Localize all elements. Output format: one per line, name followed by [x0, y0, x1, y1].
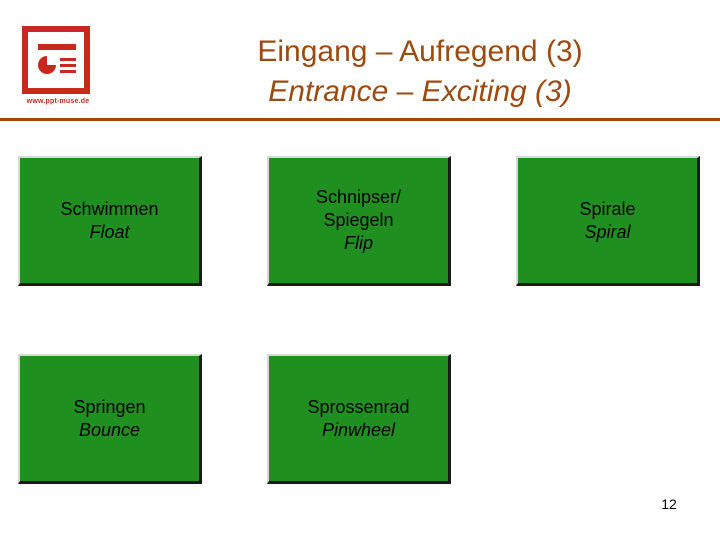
slide-title: Eingang – Aufregend (3) Entrance – Excit… [120, 32, 720, 112]
effect-label-en: Bounce [78, 419, 141, 440]
effect-box-spiral[interactable]: Spirale Spiral [516, 156, 700, 286]
page-number: 12 [661, 496, 677, 512]
presentation-logo-icon [22, 26, 90, 94]
effect-label-de: Schnipser/ [315, 187, 402, 207]
effect-box-flip[interactable]: Schnipser/ Spiegeln Flip [267, 156, 451, 286]
effect-label-de: Sprossenrad [307, 396, 410, 417]
effect-label-en: Float [89, 221, 130, 242]
effect-label-en: Pinwheel [321, 419, 396, 440]
effect-label-de: Springen [73, 396, 146, 417]
effect-label-en: Flip [343, 233, 373, 253]
effect-box-bounce[interactable]: Springen Bounce [18, 354, 202, 484]
effect-label-en: Spiral [584, 221, 631, 242]
effect-box-float[interactable]: Schwimmen Float [18, 156, 202, 286]
effect-box-pinwheel[interactable]: Sprossenrad Pinwheel [267, 354, 451, 484]
effect-label-de-line2: Spiegeln [323, 210, 394, 230]
title-divider [0, 118, 720, 121]
title-english: Entrance – Exciting (3) [268, 75, 572, 108]
effect-label-de: Spirale [579, 198, 636, 219]
effect-label-de: Schwimmen [60, 198, 159, 219]
title-german: Eingang – Aufregend (3) [257, 35, 583, 68]
logo-url-text: www.ppt-muse.de [26, 98, 90, 105]
